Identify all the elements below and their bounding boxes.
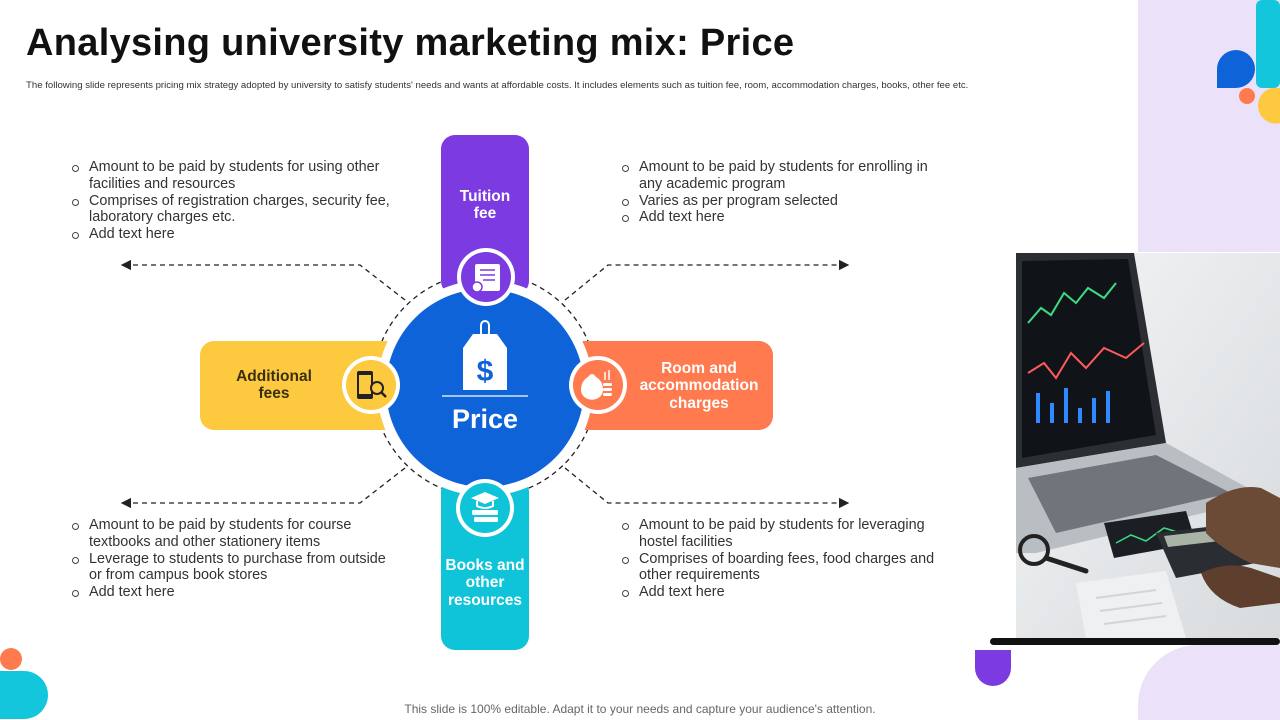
list-item: Amount to be paid by students for using … [71, 159, 391, 193]
text-block-top-right: Amount to be paid by students for enroll… [621, 159, 941, 226]
list-item: Comprises of boarding fees, food charges… [621, 551, 941, 585]
magnifier [1018, 534, 1050, 566]
decor-orange-dot [1239, 88, 1255, 104]
hand-right [1206, 487, 1280, 568]
text-block-top-left: Amount to be paid by students for using … [71, 159, 391, 243]
connector-top-left [120, 259, 406, 301]
price-tag-dollar-icon: $ [463, 320, 507, 390]
arm-top-label-line2: fee [473, 205, 497, 222]
invoice-icon [457, 248, 515, 306]
arm-right-label-line3: charges [669, 394, 729, 412]
list-item: Add text here [621, 584, 941, 601]
arm-left [200, 341, 400, 430]
arm-right-label: Room and accommodation charges [627, 356, 771, 416]
photo-underline-bar [990, 638, 1280, 645]
arm-top-label-line1: Tuition [459, 187, 511, 205]
svg-text:$: $ [477, 355, 494, 388]
list-item: Amount to be paid by students for levera… [621, 517, 941, 551]
list-item: Add text here [71, 584, 391, 601]
decor-yellow-shape [1258, 88, 1280, 124]
footer-note: This slide is 100% editable. Adapt it to… [404, 702, 876, 716]
list-item: Add text here [621, 209, 941, 226]
hand-left [1201, 565, 1280, 608]
list-item: Amount to be paid by students for course… [71, 517, 391, 551]
arm-bottom-label-line3: resources [447, 591, 523, 609]
list-item: Comprises of registration charges, secur… [71, 193, 391, 227]
arm-left-label-line1: Additional [236, 367, 312, 385]
page-subtitle: The following slide represents pricing m… [26, 80, 969, 91]
arm-right-label-line2: accommodation [639, 377, 759, 395]
money-bag-icon [569, 356, 627, 414]
list-item: Varies as per program selected [621, 193, 941, 210]
arm-right [570, 341, 773, 430]
decor-blue-leaf [1217, 50, 1255, 88]
arm-left-label: Additional fees [214, 358, 334, 412]
decor-shapes-top-right [1217, 0, 1280, 124]
page-title: Analysing university marketing mix: Pric… [26, 22, 795, 64]
decor-cyan-bar [1256, 0, 1280, 88]
arm-right-label-line1: Room and [661, 359, 737, 377]
decor-cyan-shape [0, 671, 48, 719]
arm-top-label: Tuition fee [441, 180, 529, 230]
connector-bottom-right [564, 467, 850, 509]
connector-top-right [564, 259, 850, 301]
decor-shapes-bottom-left [0, 648, 48, 719]
lavender-band-bottom [1138, 645, 1280, 720]
arm-top [441, 135, 529, 295]
decor-purple-leaf [975, 650, 1011, 686]
decor-orange-dot [0, 648, 22, 670]
mobile-search-icon [342, 356, 400, 414]
graduation-books-icon [456, 479, 514, 537]
photo-illustration [1016, 253, 1280, 638]
arm-left-label-line2: fees [258, 385, 290, 402]
arm-bottom-label: Books and other resources [441, 553, 529, 613]
center-price-label: Price [451, 404, 519, 434]
arm-bottom-label-line1: Books and [445, 556, 525, 574]
list-item: Amount to be paid by students for enroll… [621, 159, 941, 193]
arm-bottom-label-line2: other [465, 574, 505, 592]
laptop-calculator-photo [1016, 253, 1280, 638]
list-item: Leverage to students to purchase from ou… [71, 551, 391, 585]
list-item: Add text here [71, 226, 391, 243]
connector-bottom-left [120, 467, 406, 509]
text-block-bottom-right: Amount to be paid by students for levera… [621, 517, 941, 601]
text-block-bottom-left: Amount to be paid by students for course… [71, 517, 391, 601]
